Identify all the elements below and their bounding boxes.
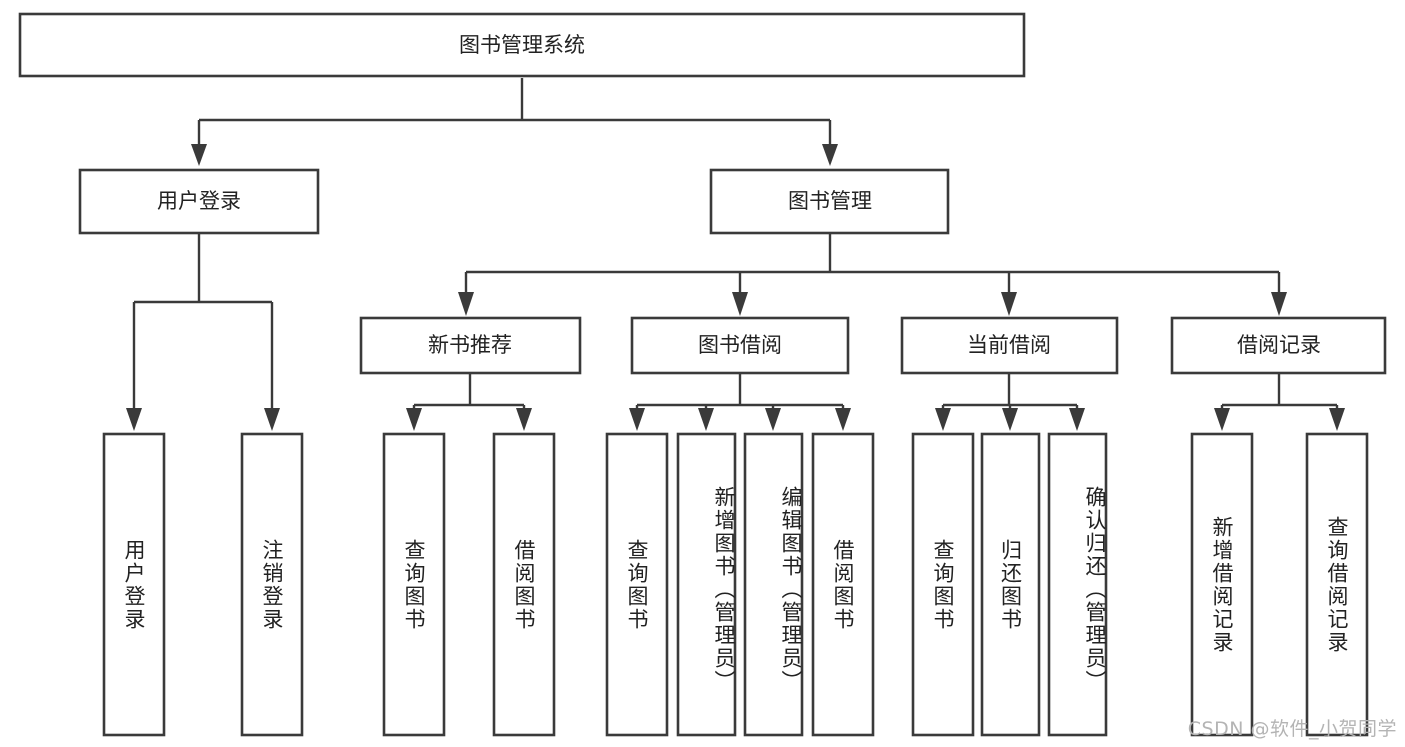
arrowhead-bb-edit bbox=[765, 408, 781, 431]
arrowhead-br-query bbox=[1329, 408, 1345, 431]
arrowhead-cb-query bbox=[935, 408, 951, 431]
arrowhead-userlogin bbox=[191, 144, 207, 166]
arrowhead-bookmgmt bbox=[822, 144, 838, 166]
node-box-leaf-bb-query[interactable] bbox=[605, 432, 669, 737]
node-label-new-book-recommend: 新书推荐 bbox=[428, 333, 512, 357]
node-box-leaf-bb-add[interactable] bbox=[676, 432, 737, 737]
node-label-root: 图书管理系统 bbox=[459, 33, 585, 57]
node-box-root[interactable] bbox=[18, 12, 1026, 78]
node-label-book-management: 图书管理 bbox=[788, 189, 872, 213]
node-box-leaf-br-add[interactable] bbox=[1190, 432, 1254, 737]
connector-group-userlogin bbox=[126, 233, 280, 431]
node-box-leaf-user-login[interactable] bbox=[102, 432, 166, 737]
connector-group-currentborrow bbox=[935, 373, 1085, 431]
node-box-leaf-nb-query[interactable] bbox=[382, 432, 446, 737]
node-box-leaf-nb-borrow[interactable] bbox=[492, 432, 556, 737]
node-box-leaf-cb-return[interactable] bbox=[980, 432, 1041, 737]
arrowhead-newbook bbox=[458, 292, 474, 316]
arrowhead-br-add bbox=[1214, 408, 1230, 431]
node-box-user-login[interactable] bbox=[78, 168, 320, 235]
connector-group-borrowrecord bbox=[1214, 373, 1345, 431]
node-box-leaf-cb-query[interactable] bbox=[911, 432, 975, 737]
node-box-book-borrow[interactable] bbox=[630, 316, 850, 375]
arrowhead-bb-query bbox=[629, 408, 645, 431]
node-label-user-login: 用户登录 bbox=[157, 189, 241, 213]
csdn-watermark: CSDN @软件_小贺同学 bbox=[1187, 718, 1397, 740]
node-box-leaf-bb-borrow[interactable] bbox=[811, 432, 875, 737]
node-box-leaf-cb-confirm[interactable] bbox=[1047, 432, 1108, 737]
arrowhead-leaf-logout bbox=[264, 408, 280, 431]
arrowhead-newbook-query bbox=[406, 408, 422, 431]
node-box-current-borrow[interactable] bbox=[900, 316, 1119, 375]
node-label-current-borrow: 当前借阅 bbox=[967, 333, 1051, 357]
node-box-leaf-bb-edit[interactable] bbox=[743, 432, 804, 737]
node-label-book-borrow: 图书借阅 bbox=[698, 333, 782, 357]
node-box-leaf-logout[interactable] bbox=[240, 432, 304, 737]
arrowhead-borrowrecord bbox=[1271, 292, 1287, 316]
arrowhead-newbook-borrow bbox=[516, 408, 532, 431]
node-box-borrow-record[interactable] bbox=[1170, 316, 1387, 375]
connector-group-bookborrow bbox=[629, 373, 851, 431]
connector-group-bookmgmt bbox=[458, 233, 1287, 316]
arrowhead-bb-borrow bbox=[835, 408, 851, 431]
arrowhead-cb-return bbox=[1002, 408, 1018, 431]
connector-group-root bbox=[191, 78, 838, 166]
node-box-book-management[interactable] bbox=[709, 168, 950, 235]
node-box-new-book-recommend[interactable] bbox=[359, 316, 582, 375]
arrowhead-currentborrow bbox=[1001, 292, 1017, 316]
arrowhead-leaf-user-login bbox=[126, 408, 142, 431]
connector-group-newbook bbox=[406, 373, 532, 431]
arrowhead-bb-add bbox=[698, 408, 714, 431]
arrowhead-bookborrow bbox=[732, 292, 748, 316]
arrowhead-cb-confirm bbox=[1069, 408, 1085, 431]
node-label-borrow-record: 借阅记录 bbox=[1237, 333, 1321, 357]
node-box-leaf-br-query[interactable] bbox=[1305, 432, 1369, 737]
